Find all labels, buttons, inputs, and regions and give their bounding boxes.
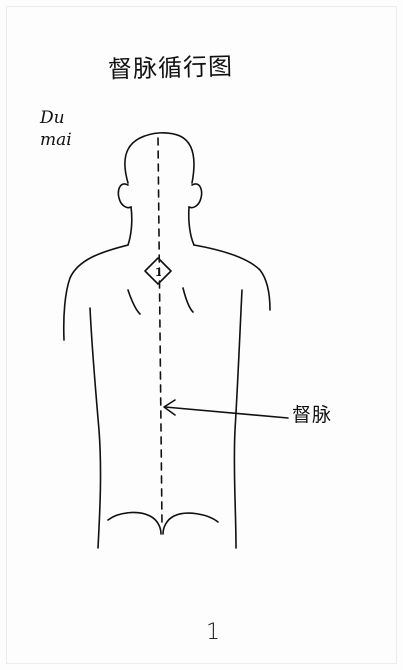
right-ear — [189, 184, 202, 208]
head-outline — [125, 133, 194, 183]
acupoint-marker-number: 1 — [155, 266, 162, 279]
neck-left — [128, 207, 132, 245]
du-meridian-dashed-line — [158, 138, 162, 525]
meridian-label: 督脉 — [292, 400, 332, 427]
right-scapula-line — [183, 288, 193, 312]
neck-right — [189, 207, 194, 245]
page-number: 1 — [206, 620, 220, 645]
left-torso-side — [90, 308, 101, 548]
right-shoulder — [194, 245, 270, 310]
left-ear — [118, 184, 131, 208]
left-scapula-line — [128, 290, 140, 314]
left-shoulder — [64, 245, 128, 340]
pointer-arrow-shaft — [165, 407, 288, 418]
right-buttock — [163, 513, 218, 534]
right-torso-side — [234, 290, 242, 548]
left-buttock — [108, 513, 161, 534]
